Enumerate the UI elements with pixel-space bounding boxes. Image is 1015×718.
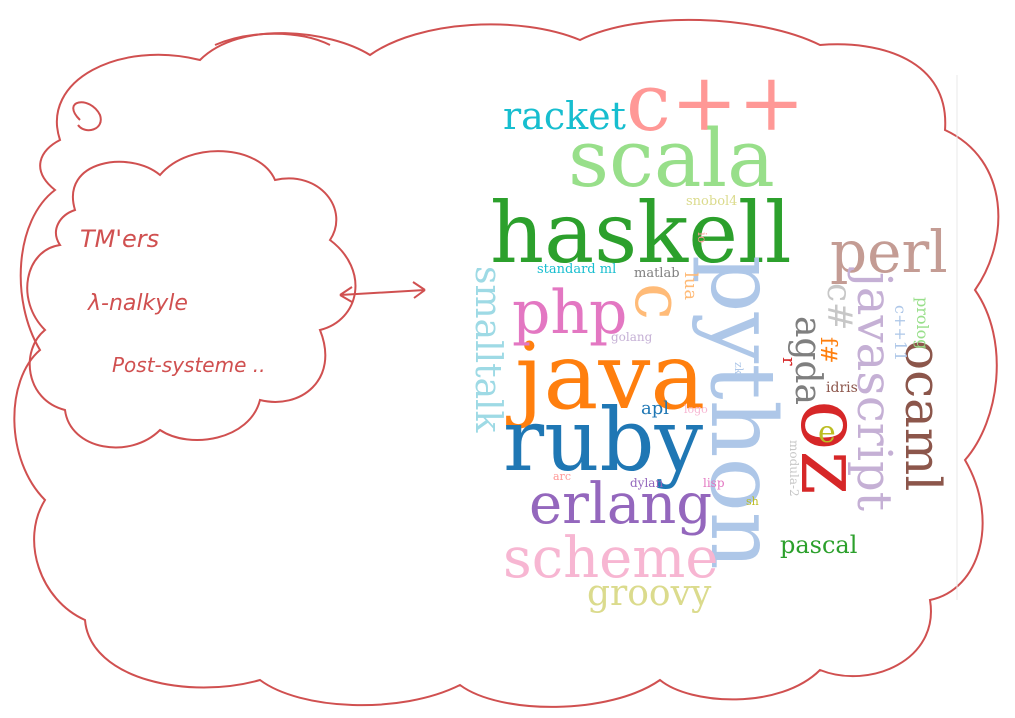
- word-c: c: [620, 283, 697, 320]
- cloud-loop-left: [72, 101, 102, 132]
- word-groovy: groovy: [587, 573, 712, 614]
- word-apl: apl: [641, 398, 669, 419]
- word-javascript: javascript: [846, 267, 902, 511]
- note-line-1: TM'ers: [80, 225, 159, 253]
- word-cplusplus11: c++11: [891, 305, 910, 361]
- double-arrow: [339, 281, 426, 303]
- word-cplusplus: c++: [626, 56, 805, 149]
- word-csharp: c#: [819, 283, 859, 331]
- word-php: php: [512, 278, 627, 348]
- word-standard-ml: standard ml: [537, 262, 616, 277]
- word-pascal: pascal: [780, 531, 857, 559]
- word-zkl: zkl: [732, 362, 745, 378]
- note-line-3: Post-systeme ..: [112, 353, 265, 377]
- word-r: r: [778, 357, 799, 366]
- word-io: io: [695, 232, 709, 243]
- word-scala: scala: [568, 112, 775, 205]
- word-cloud: scala c++ racket haskell python java rub…: [467, 56, 952, 614]
- word-scheme: scheme: [503, 526, 719, 591]
- word-fsharp: f#: [815, 337, 840, 364]
- word-snobol4: snobol4: [686, 194, 737, 209]
- inner-cloud-outline: [26, 150, 357, 449]
- word-golang: golang: [611, 330, 653, 344]
- word-idris: idris: [826, 380, 858, 396]
- word-smalltalk: smalltalk: [467, 266, 508, 434]
- word-matlab: matlab: [634, 266, 680, 281]
- note-line-2: λ-nalkyle: [87, 291, 188, 316]
- word-ocaml: ocaml: [894, 340, 952, 491]
- word-logo: logo: [684, 403, 708, 416]
- outer-cloud-outline: [13, 18, 1000, 708]
- word-lua: lua: [680, 272, 701, 300]
- word-agda: agda: [787, 316, 828, 405]
- word-prolog: prolog: [913, 297, 932, 350]
- word-modula-2: modula-2: [787, 440, 801, 497]
- word-e: e: [818, 415, 836, 450]
- word-racket: racket: [503, 94, 626, 138]
- word-java: java: [506, 323, 705, 430]
- word-erlang: erlang: [529, 472, 712, 537]
- word-haskell: haskell: [490, 184, 792, 282]
- word-lisp: lisp: [703, 476, 725, 490]
- word-sh: sh: [746, 495, 759, 508]
- word-oz: oz: [782, 400, 880, 495]
- word-python: python: [690, 255, 795, 570]
- word-arc: arc: [553, 470, 571, 483]
- word-ruby: ruby: [503, 391, 704, 491]
- word-perl: perl: [830, 218, 948, 286]
- cloud-loop-top: [214, 32, 331, 46]
- word-dylan: dylan: [630, 476, 663, 490]
